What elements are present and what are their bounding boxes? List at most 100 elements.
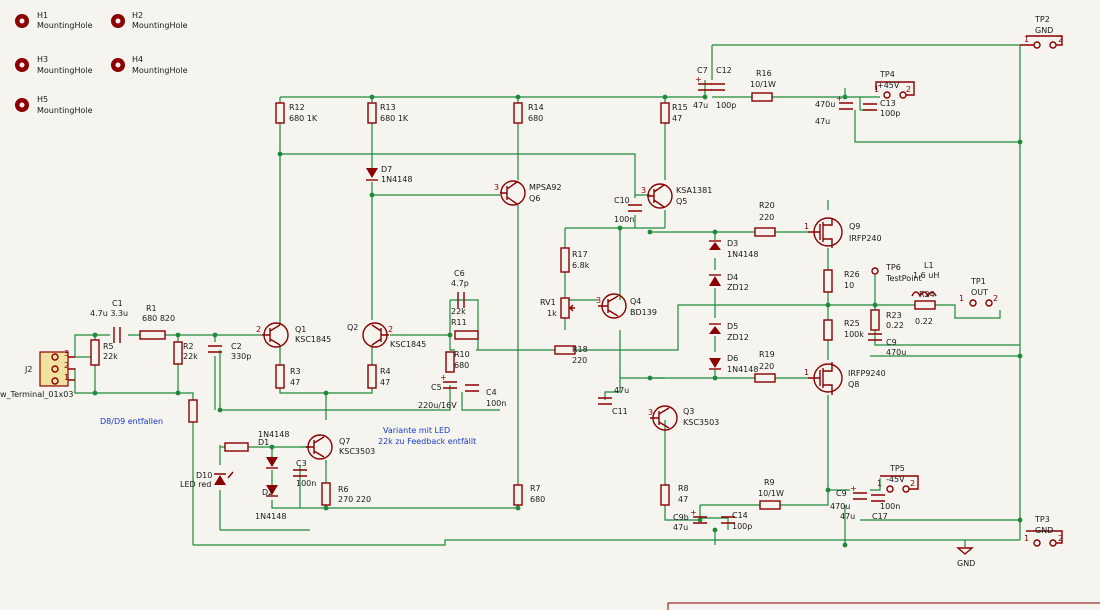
ref-label: D10 — [196, 471, 212, 480]
ref-label: R12 — [289, 103, 305, 112]
sheet-frame — [667, 602, 1100, 610]
value-label: 47u — [673, 523, 688, 532]
ref-label: TP6 — [885, 263, 901, 272]
ref-label: H2 — [132, 11, 143, 20]
value-label: 100k — [844, 330, 864, 339]
capacitor-c8: + 470uC7 47u — [815, 94, 853, 126]
ref-label: J2 — [24, 365, 32, 374]
mounting-hole-h4: H4 MountingHole — [111, 55, 188, 75]
value-label: 0.22 — [886, 321, 904, 330]
ref-label: D7 — [381, 165, 392, 174]
mounting-hole-h1: H1 MountingHole — [15, 11, 93, 30]
svg-text:+: + — [850, 484, 857, 493]
value-label: 1k — [547, 309, 557, 318]
value-label: 680 — [530, 495, 545, 504]
value-label: 0.22 — [915, 317, 933, 326]
value-label: 680 1K — [380, 114, 409, 123]
svg-text:3: 3 — [641, 186, 646, 195]
value-label: 1N4148 — [381, 175, 412, 184]
value-label: 680 — [528, 114, 543, 123]
ref-label: Q3 — [683, 407, 694, 416]
ref-label: L1 — [924, 261, 934, 270]
value-label: 220 — [572, 356, 587, 365]
value-label: 100p — [716, 101, 736, 110]
value-label: 47u — [614, 386, 629, 395]
value-label: 100p — [732, 522, 752, 531]
value-label: KSC3503 — [683, 418, 719, 427]
ref-label: C9 — [886, 338, 897, 347]
svg-text:3: 3 — [648, 408, 653, 417]
svg-text:47u: 47u — [840, 512, 855, 521]
value-label: 100n — [880, 502, 900, 511]
mounting-hole-h5: H5 MountingHole — [15, 95, 93, 115]
svg-text:+: + — [836, 94, 843, 103]
ref-label: D4 — [727, 273, 738, 282]
ref-label: TP1 — [970, 277, 986, 286]
ref-label: R26 — [844, 270, 860, 279]
value-label: 680 — [454, 361, 469, 370]
ref-label: Q5 — [676, 197, 687, 206]
value-label: GND — [1035, 526, 1053, 535]
ref-label: TP3 — [1034, 515, 1050, 524]
ref-label: R16 — [756, 69, 772, 78]
ref-label: C17 — [872, 512, 888, 521]
ref-label: R15 — [672, 103, 688, 112]
ref-label: R14 — [528, 103, 544, 112]
ref-label: C2 — [231, 342, 242, 351]
ref-label: C5 — [431, 383, 442, 392]
value-label: 4.7u 3.3u — [90, 309, 128, 318]
value-label: 47 — [380, 378, 390, 387]
ref-label: R23 — [886, 311, 902, 320]
value-label: 47u — [815, 117, 830, 126]
value-label: MountingHole — [37, 66, 93, 75]
ground-label: GND — [957, 559, 975, 568]
ref-label: R1 — [146, 304, 157, 313]
value-label: 47 — [672, 114, 682, 123]
value-label: 100n — [486, 399, 506, 408]
value-label: MountingHole — [132, 21, 188, 30]
value-label: KSC1845 — [390, 340, 426, 349]
value-label: 680 820 — [142, 314, 175, 323]
ref-label: R4 — [380, 367, 391, 376]
ref-label: Q7 — [339, 437, 350, 446]
value-label: w_Terminal_01x03 — [0, 390, 73, 399]
value-label: TestPoint — [885, 274, 922, 283]
value-label: BD139 — [630, 308, 657, 317]
value-label: 220 — [759, 362, 774, 371]
ref-label: Q6 — [529, 194, 540, 203]
ref-label: D1 — [258, 438, 269, 447]
value-label: 4.7p — [451, 279, 469, 288]
ref-label: H4 — [132, 55, 143, 64]
value-label: 1N4148 — [258, 430, 289, 439]
value-label: 330p — [231, 352, 251, 361]
value-label: 100p — [880, 109, 900, 118]
ref-label: D3 — [727, 239, 738, 248]
ref-label: Q8 — [848, 380, 859, 389]
